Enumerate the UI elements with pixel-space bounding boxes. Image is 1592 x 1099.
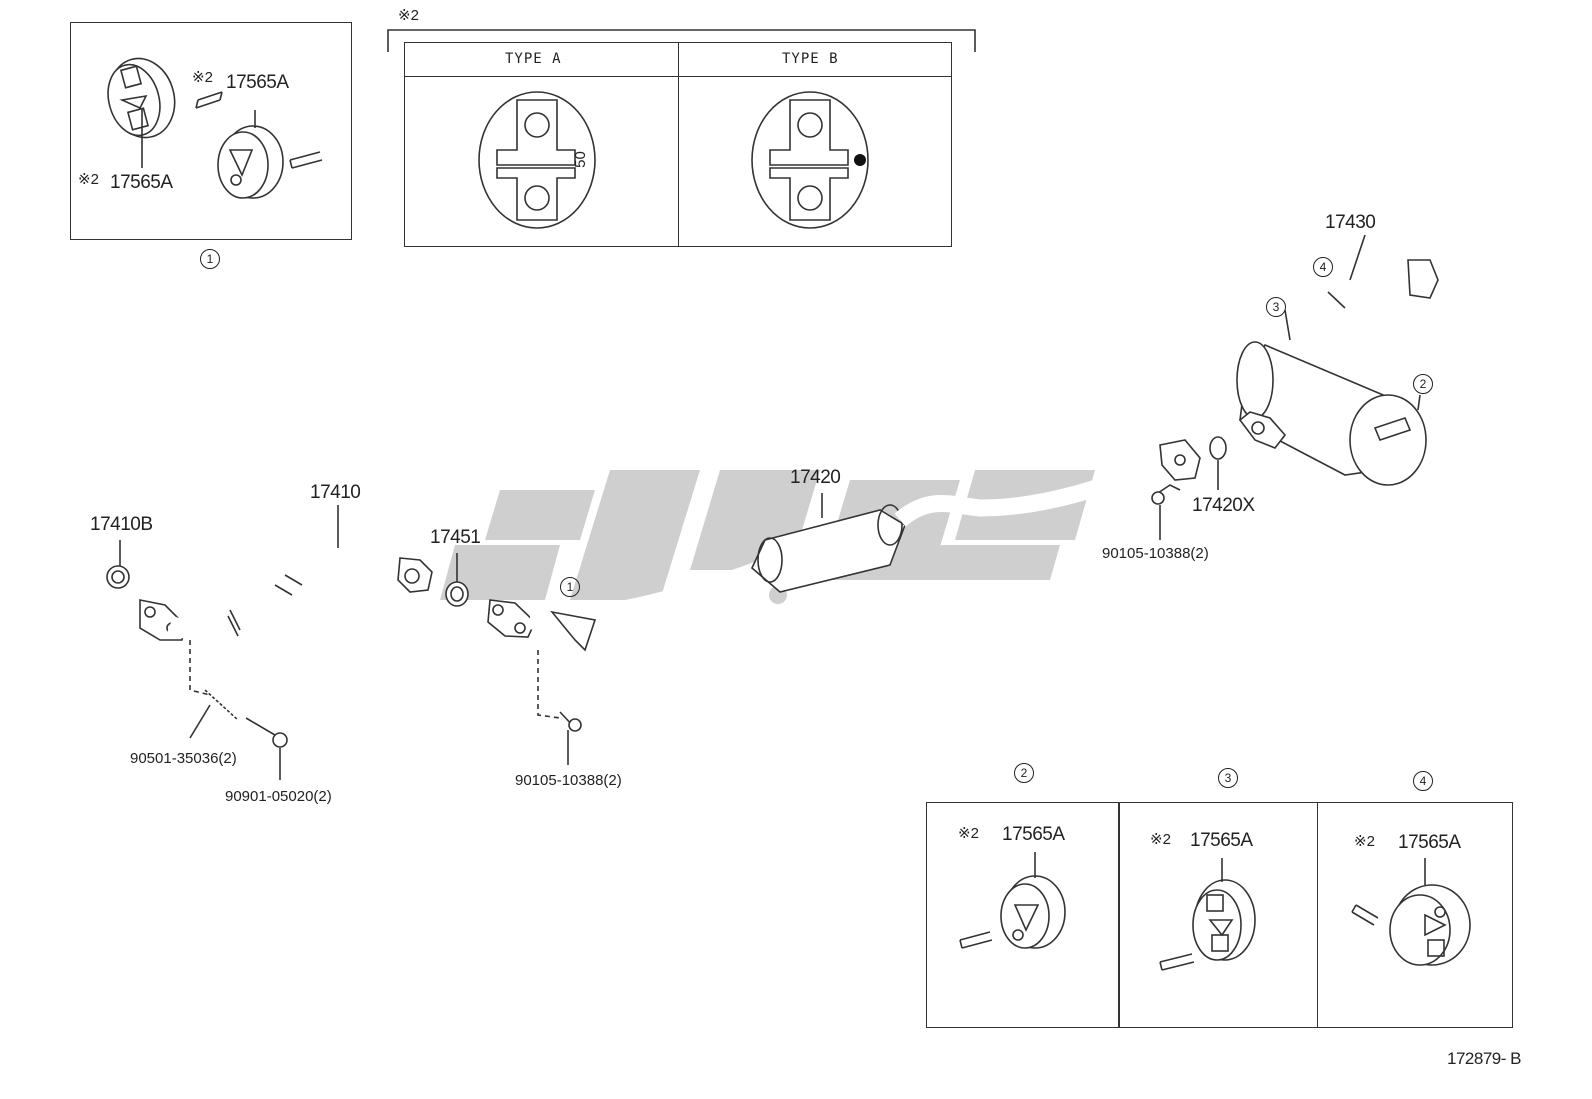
callout-4-muffler: 4 <box>1313 257 1333 277</box>
note-mark-box4: ※2 <box>1354 833 1375 850</box>
muffler-drawing <box>1236 234 1439 486</box>
bolt-90105-left: 90105-10388(2) <box>515 772 622 789</box>
type-insert-divider <box>678 42 679 247</box>
part-17565A-insert1-a: 17565A <box>226 72 289 93</box>
part-17410: 17410 <box>310 482 361 503</box>
part-17430: 17430 <box>1325 212 1376 233</box>
bolt-90901: 90901-05020(2) <box>225 788 332 805</box>
front-pipe-drawing <box>106 505 469 780</box>
hanger-insert-1-drawing <box>107 57 323 199</box>
callout-4-box: 4 <box>1413 771 1433 791</box>
type-insert-drawing <box>387 29 976 229</box>
type-b-label: TYPE B <box>782 51 839 67</box>
part-17420: 17420 <box>790 467 841 488</box>
callout-2-muffler: 2 <box>1413 374 1433 394</box>
note-mark-top: ※2 <box>398 7 419 24</box>
callout-3-box: 3 <box>1218 768 1238 788</box>
bolt-90105-right: 90105-10388(2) <box>1102 545 1209 562</box>
part-17565A-box3: 17565A <box>1190 830 1253 851</box>
part-17565A-box2: 17565A <box>1002 824 1065 845</box>
bottom-hangers-drawing <box>959 852 1471 971</box>
hanger-insert-box-1 <box>70 22 352 240</box>
callout-2-box: 2 <box>1014 763 1034 783</box>
part-17420X: 17420X <box>1192 495 1255 516</box>
note-mark-box2: ※2 <box>958 825 979 842</box>
note-mark-insert1-a: ※2 <box>192 69 213 86</box>
center-pipe-drawing <box>487 436 1227 765</box>
part-17565A-box4: 17565A <box>1398 832 1461 853</box>
type-a-label: TYPE A <box>505 51 562 67</box>
callout-3-muffler: 3 <box>1266 297 1286 317</box>
bottom-hanger-box-2 <box>926 802 1120 1028</box>
callout-1-insert: 1 <box>200 249 220 269</box>
note-mark-insert1-b: ※2 <box>78 171 99 188</box>
type-a-mark: 50 <box>571 151 589 168</box>
part-17451: 17451 <box>430 527 481 548</box>
watermark-shapes <box>440 470 1095 604</box>
bolt-90501: 90501-35036(2) <box>130 750 237 767</box>
diagram-id: 172879- B <box>1447 1049 1521 1068</box>
part-17410B: 17410B <box>90 514 153 535</box>
callout-1-pipe: 1 <box>560 577 580 597</box>
note-mark-box3: ※2 <box>1150 831 1171 848</box>
bottom-hanger-box-4 <box>1317 802 1513 1028</box>
part-17565A-insert1-b: 17565A <box>110 172 173 193</box>
